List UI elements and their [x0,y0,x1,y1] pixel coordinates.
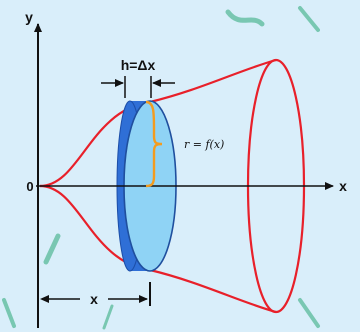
watermark [2,6,320,330]
distance-label: x [90,291,98,307]
origin-label: 0 [26,179,33,194]
thickness-label: h=Δx [121,57,156,73]
radius-label: r = f(x) [184,138,224,151]
y-axis-label: y [25,9,33,25]
x-axis-label: x [339,178,347,194]
radius-brace [145,100,163,188]
